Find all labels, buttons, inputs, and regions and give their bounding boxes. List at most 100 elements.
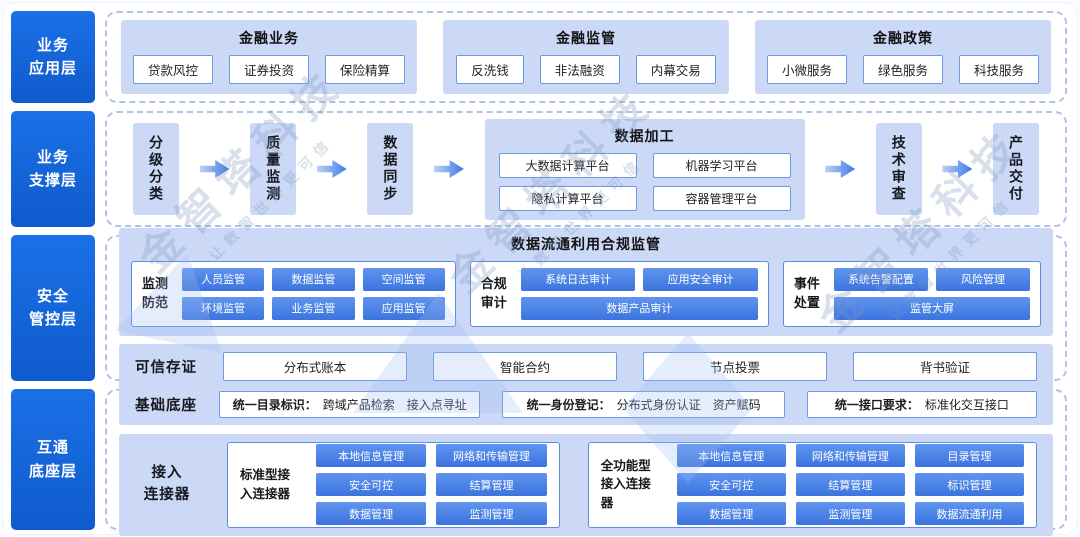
step-classify: 分级分类 <box>133 123 179 215</box>
pill: 监管大屏 <box>833 296 1030 320</box>
layer-label-line: 底座层 <box>28 462 77 480</box>
item-box: 反洗钱 <box>456 55 524 84</box>
pill: 数据流通利用 <box>914 502 1024 525</box>
panel-monitor-prevention: 监测防范 人员监管 数据监管 空间监管 环境监管 业务监管 应用监管 <box>131 260 456 327</box>
group-foundation-base: 基础底座 统一目录标识： 跨域产品检索 接入点寻址 统一身份登记： 分布式身份认证 … <box>119 383 1053 425</box>
step-product-delivery: 产品交付 <box>992 123 1039 215</box>
pill: 应用安全审计 <box>643 267 758 291</box>
layer-label-business-support: 业务 支撑层 <box>11 111 95 227</box>
pill: 监测管理 <box>795 502 905 525</box>
pill: 安全可控 <box>316 473 427 496</box>
group-compliance-supervision: 数据流通利用合规监管 监测防范 人员监管 数据监管 空间监管 环境监管 业务监管… <box>119 227 1053 336</box>
item-box: 保险精算 <box>325 55 406 84</box>
group-items: 大数据计算平台 机器学习平台 隐私计算平台 容器管理平台 <box>498 152 791 211</box>
group-items: 反洗钱 非法融资 内幕交易 <box>455 55 717 84</box>
connector-pills: 本地信息管理 网络和传输管理 安全可控 结算管理 数据管理 监测管理 <box>316 444 547 525</box>
group-title: 金融业务 <box>239 30 300 46</box>
connector-full-function: 全功能型接入连接器 本地信息管理 网络和传输管理 目录管理 安全可控 结算管理 … <box>587 441 1037 528</box>
pill: 数据监管 <box>272 267 355 291</box>
item-box: 隐私计算平台 <box>498 185 637 211</box>
group-access-connectors: 接入 连接器 标准型接入连接器 本地信息管理 网络和传输管理 安全可控 结算管理… <box>119 433 1053 536</box>
group-items: 贷款风控 证券投资 保险精算 <box>133 55 406 84</box>
panel-compliance-audit: 合规审计 系统日志审计 应用安全审计 数据产品审计 <box>469 260 769 327</box>
item-box: 绿色服务 <box>862 55 943 84</box>
flow-arrow-icon <box>942 160 973 178</box>
step-tech-review: 技术审查 <box>875 123 922 215</box>
layer-label-business-application: 业务 应用层 <box>11 11 95 103</box>
panel-label: 合规审计 <box>480 276 507 310</box>
item-box: 小微服务 <box>766 55 847 84</box>
foundation-box: 统一目录标识： 跨域产品检索 接入点寻址 <box>219 390 481 418</box>
group-title: 金融监管 <box>556 30 616 46</box>
panel-label: 事件处置 <box>793 276 820 310</box>
connectors-label-line: 连接器 <box>143 486 191 503</box>
panel-incident-handling: 事件处置 系统告警配置 风险管理 监管大屏 <box>782 260 1041 327</box>
pill: 目录管理 <box>914 444 1024 467</box>
layer-label-line: 业务 <box>36 148 69 166</box>
step-data-sync: 数据同步 <box>367 123 414 215</box>
group-financial-policy: 金融政策 小微服务 绿色服务 科技服务 <box>754 20 1051 94</box>
panel-pills: 系统告警配置 风险管理 监管大屏 <box>833 267 1030 320</box>
layer4-content: 基础底座 统一目录标识： 跨域产品检索 接入点寻址 统一身份登记： 分布式身份认证 … <box>105 383 1067 536</box>
pill: 系统日志审计 <box>520 267 636 291</box>
pill: 空间监管 <box>362 267 445 291</box>
storage-label: 可信存证 <box>135 359 197 376</box>
group-items: 小微服务 绿色服务 科技服务 <box>766 55 1039 84</box>
layer-label-line: 互通 <box>36 439 69 457</box>
pill: 标识管理 <box>914 473 1024 496</box>
layer3-content: 数据流通利用合规监管 监测防范 人员监管 数据监管 空间监管 环境监管 业务监管… <box>105 227 1067 389</box>
layer-label-security-control: 安全 管控层 <box>11 235 95 381</box>
foundation-box-title: 统一目录标识： <box>232 397 317 412</box>
foundation-box-items: 标准化交互接口 <box>924 397 1009 412</box>
layer-label-line: 业务 <box>36 36 69 54</box>
layer-security-control: 安全 管控层 数据流通利用合规监管 监测防范 人员监管 数据监管 空间监管 环境… <box>11 227 1067 389</box>
connector-label: 全功能型接入连接器 <box>600 459 651 510</box>
panel-label: 监测防范 <box>142 276 169 310</box>
foundation-box-title: 统一身份登记： <box>526 397 611 412</box>
pill: 系统告警配置 <box>833 267 928 291</box>
group-title: 金融政策 <box>872 30 933 46</box>
panel-pills: 系统日志审计 应用安全审计 数据产品审计 <box>520 267 758 320</box>
foundation-box: 统一身份登记： 分布式身份认证 资产赋码 <box>502 390 785 418</box>
pill: 数据产品审计 <box>520 296 758 320</box>
foundation-box-items: 分布式身份认证 资产赋码 <box>616 397 761 412</box>
item-box: 内幕交易 <box>635 55 716 84</box>
flow-arrow-icon <box>199 160 230 178</box>
pill: 结算管理 <box>795 473 905 496</box>
group-financial-business: 金融业务 贷款风控 证券投资 保险精算 <box>121 20 418 94</box>
pill: 人员监管 <box>182 267 265 291</box>
layer1-content: 金融业务 贷款风控 证券投资 保险精算 金融监管 反洗钱 非法融资 内幕交易 金… <box>105 11 1067 103</box>
flow-arrow-icon <box>316 160 347 178</box>
step-quality-monitor: 质量监测 <box>250 123 297 215</box>
flow-arrow-icon <box>433 160 464 178</box>
foundation-box-items: 跨域产品检索 接入点寻址 <box>322 397 467 412</box>
layer-business-support: 业务 支撑层 分级分类 质量监测 数据同步 数据加工 大数据计算平台 机器学习平… <box>11 111 1067 227</box>
pill: 应用监管 <box>362 296 445 320</box>
layer-label-line: 应用层 <box>28 60 77 77</box>
connector-standard: 标准型接入连接器 本地信息管理 网络和传输管理 安全可控 结算管理 数据管理 监… <box>227 441 560 528</box>
item-box: 分布式账本 <box>223 351 407 381</box>
layer-label-line: 安全 <box>36 287 69 305</box>
item-box: 非法融资 <box>539 55 620 84</box>
group-title: 数据流通利用合规监管 <box>511 235 661 252</box>
flow-arrow-icon <box>825 160 856 178</box>
pill: 风险管理 <box>935 267 1030 291</box>
layer-business-application: 业务 应用层 金融业务 贷款风控 证券投资 保险精算 金融监管 反洗钱 非法融资… <box>11 11 1067 103</box>
connector-pills: 本地信息管理 网络和传输管理 目录管理 安全可控 结算管理 标识管理 数据管理 … <box>676 444 1024 525</box>
group-trusted-storage: 可信存证 分布式账本 智能合约 节点投票 背书验证 <box>119 343 1053 389</box>
pill: 本地信息管理 <box>316 444 427 467</box>
layer2-content: 分级分类 质量监测 数据同步 数据加工 大数据计算平台 机器学习平台 隐私计算平… <box>105 111 1067 227</box>
item-box: 背书验证 <box>853 351 1037 381</box>
pill: 安全可控 <box>676 473 786 496</box>
pill: 网络和传输管理 <box>436 444 547 467</box>
item-box: 节点投票 <box>643 351 827 381</box>
connector-label: 标准型接入连接器 <box>240 468 291 501</box>
compliance-panels: 监测防范 人员监管 数据监管 空间监管 环境监管 业务监管 应用监管 <box>131 260 1041 327</box>
item-box: 科技服务 <box>958 55 1039 84</box>
group-data-processing: 数据加工 大数据计算平台 机器学习平台 隐私计算平台 容器管理平台 <box>484 118 805 220</box>
foundation-label: 基础底座 <box>135 397 197 414</box>
layer-interconnect-base: 互通 底座层 基础底座 统一目录标识： 跨域产品检索 接入点寻址 统一身份登记： 分… <box>11 383 1067 536</box>
foundation-box-title: 统一接口要求： <box>834 397 919 412</box>
panel-pills: 人员监管 数据监管 空间监管 环境监管 业务监管 应用监管 <box>182 267 445 320</box>
